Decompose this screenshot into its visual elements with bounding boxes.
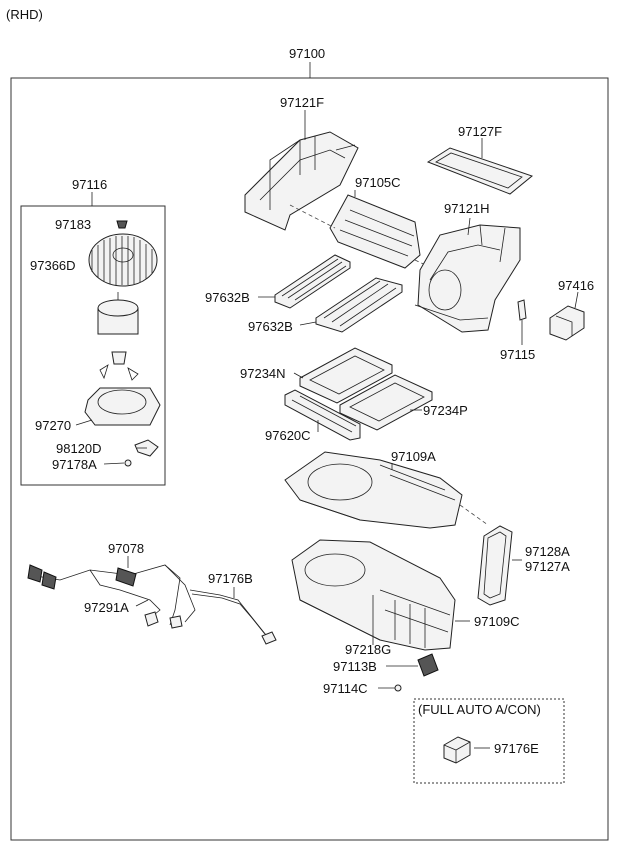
part-label-97114C: 97114C (323, 681, 368, 696)
blower-wheel-97366D (88, 220, 158, 287)
door-97234N (293, 347, 393, 404)
part-label-97105C: 97105C (355, 175, 401, 190)
gasket-97127F (426, 138, 534, 195)
part-label-97620C: 97620C (265, 428, 311, 443)
part-label-97183: 97183 (55, 217, 92, 232)
part-label-97218G: 97218G (345, 642, 392, 657)
air-filter-97632B-a (258, 254, 351, 309)
part-label-97632B-b: 97632B (248, 319, 293, 334)
assembly-number-label: 97100 (289, 46, 326, 61)
clip-98120D (103, 439, 159, 467)
part-label-97366D: 97366D (30, 258, 76, 273)
linkage-97620C (284, 389, 361, 441)
blower-motor (97, 292, 139, 381)
assembly-frame (10, 77, 609, 841)
upper-duct-97121F (244, 110, 359, 231)
variant-label: (RHD) (6, 7, 43, 22)
part-label-97234N: 97234N (240, 366, 286, 381)
part-label-97176E: 97176E (494, 741, 539, 756)
part-label-97078: 97078 (108, 541, 145, 556)
part-label-97632B-a: 97632B (205, 290, 250, 305)
part-label-97176B: 97176B (208, 571, 253, 586)
lower-case-97109C (291, 539, 470, 651)
part-label-97109C: 97109C (474, 614, 520, 629)
part-label-97109A: 97109A (391, 449, 436, 464)
sensor-lead-97176B (189, 587, 277, 645)
part-label-97416: 97416 (558, 278, 595, 293)
evaporator-cover-97105C (289, 190, 441, 273)
part-label-97121F: 97121F (280, 95, 325, 110)
screw-97114C (378, 684, 402, 692)
motor-housing-97270 (75, 387, 161, 426)
part-label-97113B: 97113B (333, 659, 377, 674)
part-label-97178A: 97178A (52, 457, 97, 472)
resistor-97113B (386, 653, 439, 677)
intake-housing-97121H (414, 217, 521, 333)
seal-97128A (477, 525, 522, 606)
part-label-97116: 97116 (72, 177, 108, 192)
option-box-title: (FULL AUTO A/CON) (418, 702, 541, 717)
screw-97115 (517, 299, 527, 345)
part-label-97127A: 97127A (525, 559, 570, 574)
sensor-97176E (443, 736, 490, 764)
part-label-97115: 97115 (500, 347, 536, 362)
part-label-97234P: 97234P (423, 403, 468, 418)
wiring-harness-97078 (27, 556, 196, 629)
option-frame (413, 698, 565, 784)
part-label-98120D: 98120D (56, 441, 102, 456)
blower-motor-frame (20, 205, 166, 486)
actuator-97416 (549, 291, 585, 341)
part-label-97128A: 97128A (525, 544, 570, 559)
part-label-97291A: 97291A (84, 600, 129, 615)
part-label-97121H: 97121H (444, 201, 490, 216)
door-97234P (339, 374, 433, 431)
upper-case-97109A (284, 451, 489, 529)
air-filter-97632B-b (299, 277, 403, 333)
part-label-97270: 97270 (35, 418, 72, 433)
part-label-97127F: 97127F (458, 124, 503, 139)
